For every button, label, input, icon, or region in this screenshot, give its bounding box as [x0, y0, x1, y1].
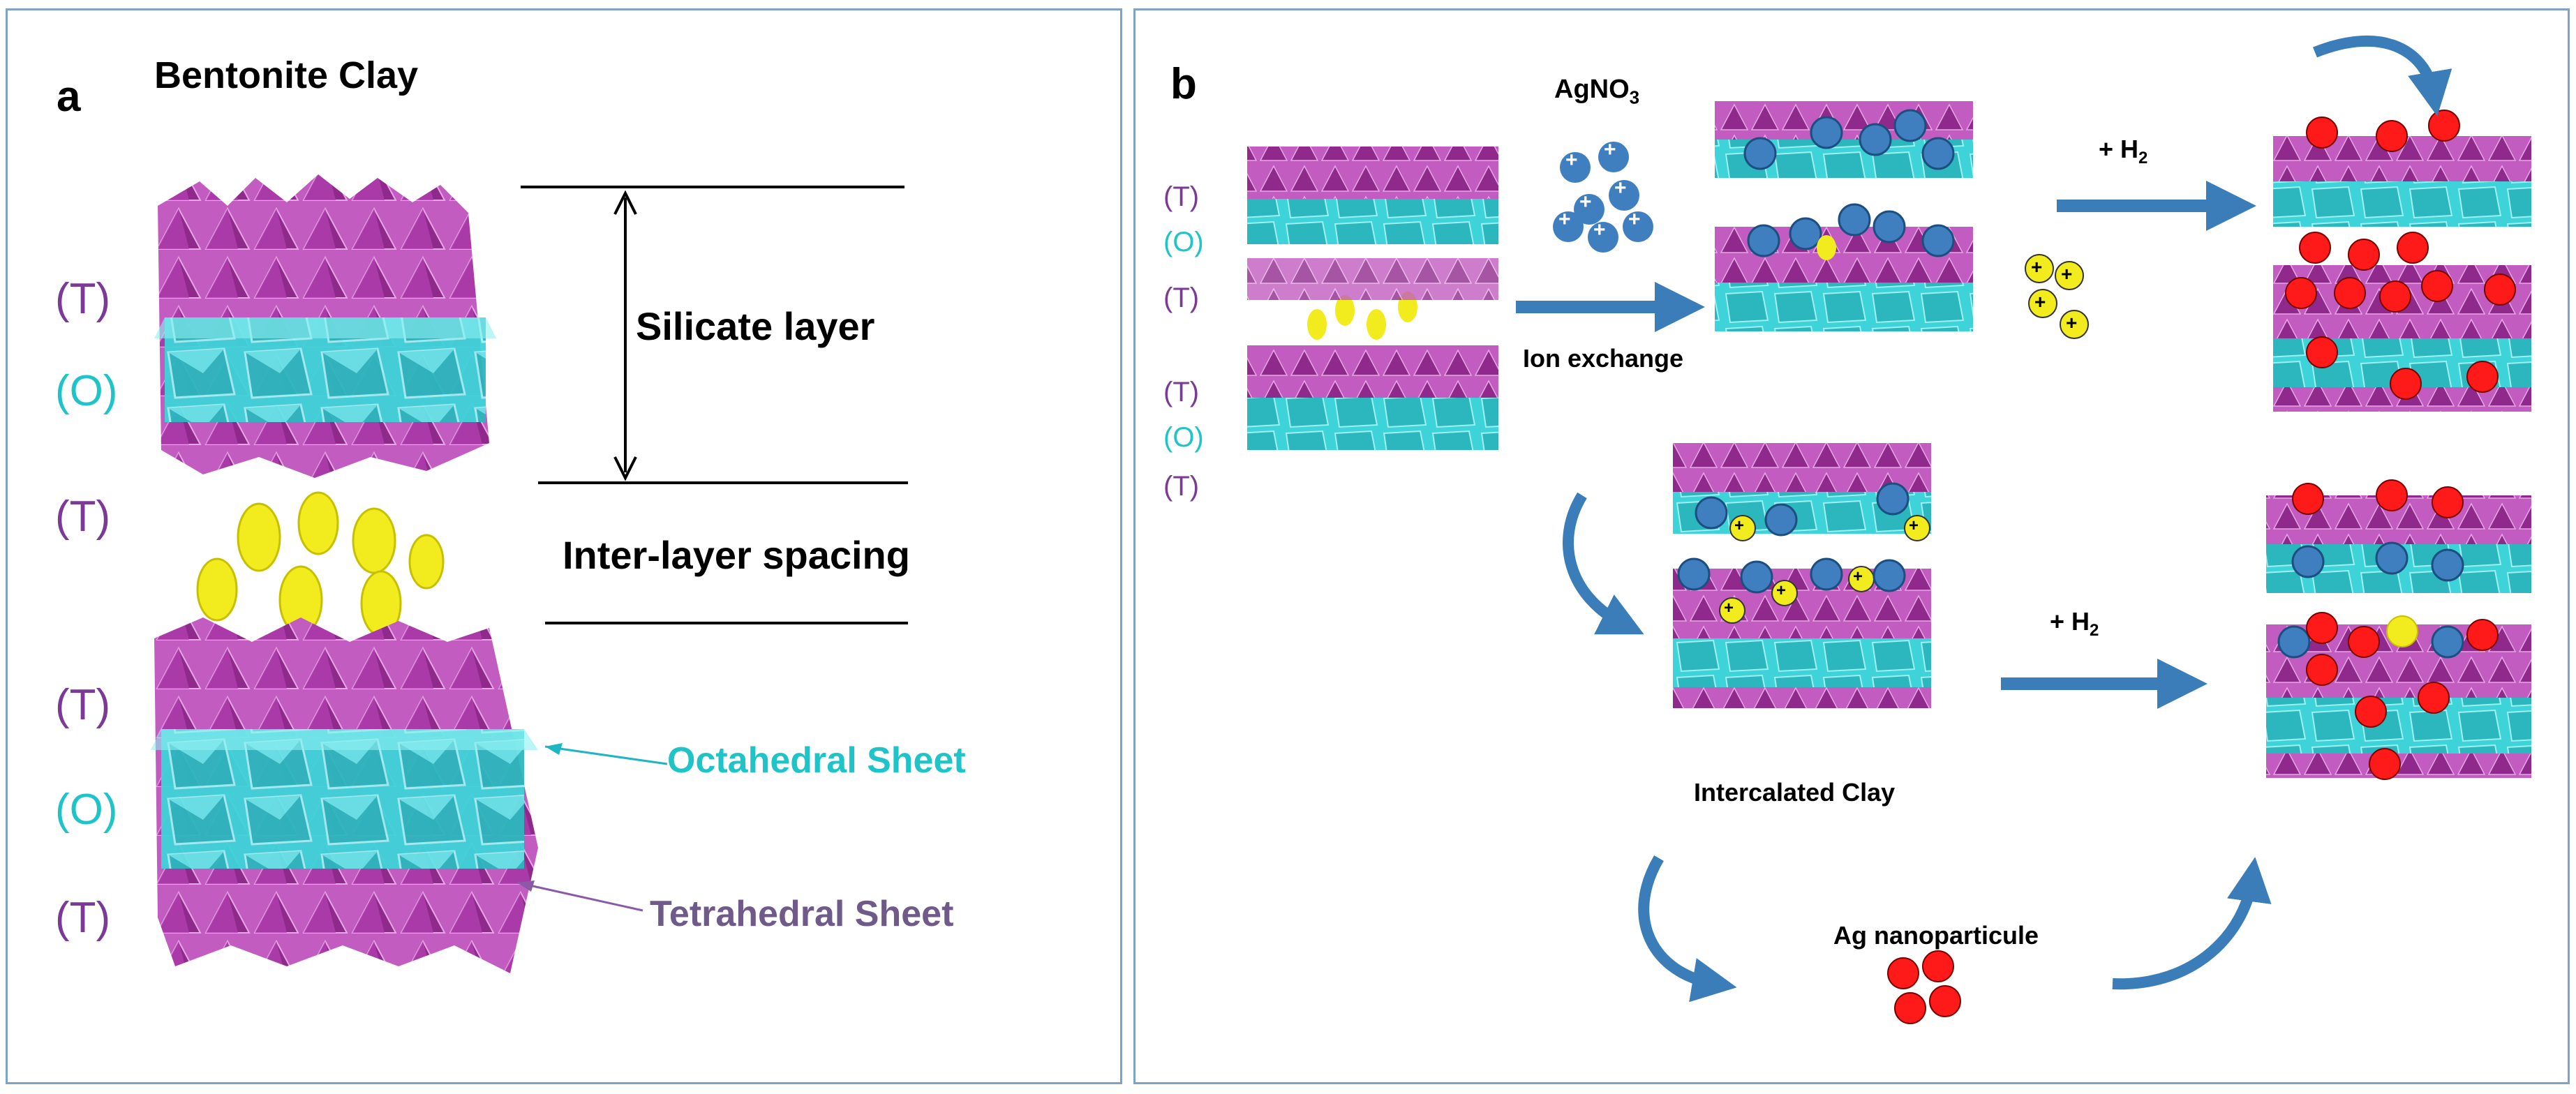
- label-o1: (O): [55, 367, 118, 415]
- bottom-left-curved-arrow: [1638, 855, 1737, 1003]
- agno3-text: AgNO: [1554, 75, 1630, 104]
- cation-plus: +: [1776, 581, 1787, 600]
- top-h2-text: + H: [2099, 135, 2139, 163]
- ag-ion-plus: +: [1565, 149, 1578, 172]
- reduced-clay-top: [2273, 110, 2531, 412]
- ag-ion-plus: +: [1614, 177, 1627, 200]
- ag-ion-plus: +: [1558, 208, 1571, 231]
- panel-b-letter: b: [1170, 60, 1197, 108]
- cation-plus: +: [1724, 599, 1734, 617]
- octahedral-sheet-label: Octahedral Sheet: [667, 740, 966, 781]
- label-t4: (T): [55, 894, 111, 942]
- octahedral-pointer: [544, 745, 668, 765]
- ag-ion-plus: +: [1628, 208, 1641, 231]
- cation-plus: +: [1853, 567, 1863, 586]
- exchanged-clay: [1715, 101, 1973, 331]
- lower-octahedral-sheet: [161, 729, 524, 869]
- cation-plus: +: [2061, 263, 2073, 285]
- panel-b: + + + + + + + + + + + + + + + + b (T) (O…: [1133, 8, 2570, 1084]
- upper-silicate-layer: [154, 174, 496, 478]
- intercalated-clay-label: Intercalated Clay: [1694, 778, 1896, 807]
- label-o2: (O): [55, 786, 118, 834]
- b-label-t2: (T): [1163, 283, 1200, 313]
- ag-ion-plus: +: [1604, 138, 1616, 161]
- ag-nanoparticule-label: Ag nanoparticule: [1833, 921, 2039, 950]
- b-label-t4: (T): [1163, 471, 1200, 502]
- ag-ion-cluster: [1553, 142, 1653, 253]
- cation-plus: +: [1909, 516, 1919, 535]
- label-t2: (T): [55, 493, 111, 541]
- b-label-t3: (T): [1163, 377, 1200, 407]
- bottom-h2-text: + H: [2050, 607, 2090, 636]
- starting-clay: [1247, 147, 1498, 450]
- lower-silicate-layer: [151, 617, 538, 973]
- spacing-guides: [521, 186, 908, 624]
- released-cations: [2025, 254, 2089, 339]
- top-h2-subscript: 2: [2138, 149, 2148, 168]
- inter-layer-spacing-label: Inter-layer spacing: [563, 533, 910, 577]
- intercalated-clay: [1673, 443, 1931, 708]
- b-label-t1: (T): [1163, 181, 1200, 212]
- ag-ion-plus: +: [1579, 190, 1592, 213]
- tetrahedral-pointer: [516, 881, 643, 912]
- cation-plus: +: [2066, 312, 2078, 334]
- bottom-h2-label: + H2: [2050, 607, 2099, 640]
- panel-b-illustration: [1247, 36, 2531, 1024]
- bottom-right-curved-arrow: [2112, 857, 2272, 990]
- b-label-o2: (O): [1163, 422, 1204, 453]
- bottom-h2-subscript: 2: [2090, 621, 2099, 640]
- panel-a-illustration: [151, 174, 908, 973]
- agno3-label: AgNO3: [1554, 75, 1639, 109]
- tetrahedral-sheet-label: Tetrahedral Sheet: [650, 894, 954, 934]
- silicate-layer-label: Silicate layer: [636, 304, 875, 348]
- top-curved-arrow: [2313, 36, 2452, 117]
- cation-plus: +: [1734, 516, 1745, 535]
- label-t1: (T): [55, 275, 111, 323]
- cation-plus: +: [2031, 256, 2043, 278]
- label-t3: (T): [55, 681, 111, 729]
- panel-a: a Bentonite Clay (T) (O) (T) (T) (O) (T)…: [6, 8, 1122, 1084]
- interlayer-cations: [196, 491, 445, 637]
- cation-plus: +: [2034, 291, 2046, 313]
- panel-a-letter: a: [57, 73, 81, 121]
- reduced-clay-bottom: [2266, 479, 2531, 780]
- ag-nanoparticle-cluster: [1887, 950, 1961, 1024]
- ion-exchange-label: Ion exchange: [1523, 344, 1684, 373]
- panel-a-title: Bentonite Clay: [154, 54, 419, 96]
- b-label-o1: (O): [1163, 227, 1204, 257]
- agno3-subscript: 3: [1629, 87, 1640, 108]
- ag-ion-plus: +: [1593, 218, 1606, 241]
- top-h2-label: + H2: [2099, 135, 2147, 168]
- mid-curved-arrow: [1563, 492, 1644, 635]
